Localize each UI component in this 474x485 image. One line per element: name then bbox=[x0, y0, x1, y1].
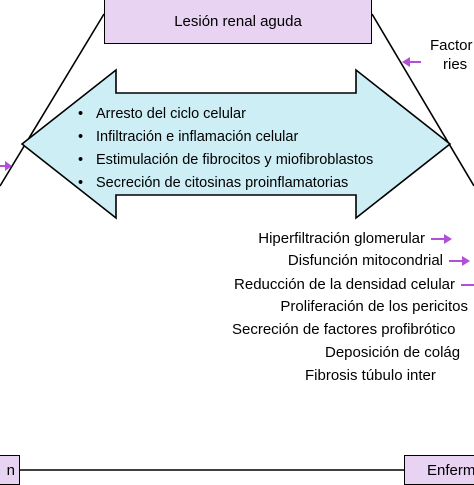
right-list-item: Deposición de colág bbox=[325, 344, 460, 362]
mechanism-item-label: Secreción de citosinas proinflamatorias bbox=[96, 175, 349, 191]
bottom-left-box: n bbox=[0, 455, 20, 485]
mechanism-item: Secreción de citosinas proinflamatorias bbox=[76, 172, 373, 195]
top-box-label: Lesión renal aguda bbox=[174, 12, 302, 30]
right-list-item-label: Proliferación de los pericitos bbox=[280, 298, 468, 315]
right-edge-line bbox=[371, 13, 474, 187]
right-list-item: Proliferación de los pericitos bbox=[280, 298, 468, 316]
right-list-item-label: Secreción de factores profibrótico bbox=[232, 321, 456, 338]
bottom-right-box-label: Enferm bbox=[427, 461, 474, 479]
right-list-item-label: Disfunción mitocondrial bbox=[287, 252, 443, 269]
bottom-right-box: Enferm bbox=[404, 455, 474, 485]
top-box: Lesión renal aguda bbox=[104, 0, 372, 44]
bottom-left-box-label: n bbox=[6, 461, 15, 479]
mechanism-item-label: Infiltración e inflamación celular bbox=[96, 129, 299, 145]
factors-label-line2: ries bbox=[443, 56, 468, 73]
right-list-item: Hiperfiltración glomerular bbox=[258, 230, 425, 248]
right-list-item-label: Fibrosis túbulo inter bbox=[305, 367, 436, 384]
mechanism-item: Infiltración e inflamación celular bbox=[76, 126, 373, 149]
mechanism-item: Estimulación de fibrocitos y miofibrobla… bbox=[76, 149, 373, 172]
factors-label-line1: Factor bbox=[430, 37, 473, 54]
mechanism-item-label: Arresto del ciclo celular bbox=[96, 106, 246, 122]
mechanism-list: Arresto del ciclo celular Infiltración e… bbox=[76, 103, 373, 195]
right-list-item: Reducción de la densidad celular bbox=[234, 276, 455, 294]
left-edge-arrow-icon bbox=[0, 161, 12, 171]
right-list-item-label: Hiperfiltración glomerular bbox=[258, 230, 425, 247]
right-list-item: Disfunción mitocondrial bbox=[288, 252, 443, 270]
right-list-item: Fibrosis túbulo inter bbox=[305, 367, 436, 385]
factors-arrow-icon bbox=[402, 57, 421, 67]
diagram: Lesión renal aguda Factor ries Arresto d… bbox=[0, 0, 474, 474]
right-list-item: Secreción de factores profibrótico bbox=[232, 321, 455, 339]
left-edge-line bbox=[0, 13, 105, 187]
mechanism-item-label: Estimulación de fibrocitos y miofibrobla… bbox=[96, 152, 374, 168]
right-list-item-label: Reducción de la densidad celular bbox=[234, 276, 455, 293]
mechanism-item: Arresto del ciclo celular bbox=[76, 103, 373, 126]
right-list-item-label: Deposición de colág bbox=[325, 344, 461, 361]
